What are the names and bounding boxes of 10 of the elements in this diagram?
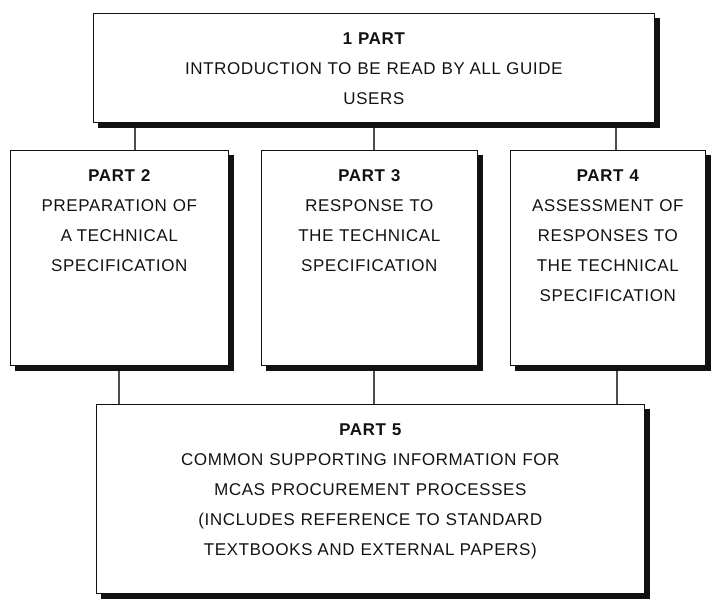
box-heading: PART 2 [88,165,151,187]
box-text: COMMON SUPPORTING INFORMATION FOR MCAS PROCUREMENT PROCESSES (INCLUDES REFERENCE TO STANDARD TEXTBOOKS AND EXTERNAL PAPERS) [180,449,561,561]
box-heading: 1 PART [342,28,406,50]
box-heading: PART 4 [576,165,640,187]
box-text: RESPONSE TO THE TECHNICAL SPECIFICATION [297,195,442,277]
box-text: ASSESSMENT OF RESPONSES TO THE TECHNICAL SPECIFICATION [530,195,686,307]
box-text: PREPARATION OF A TECHNICAL SPECIFICATION [40,195,199,277]
box-text: INTRODUCTION TO BE READ BY ALL GUIDE USERS [184,58,564,110]
box-heading: PART 5 [339,419,402,441]
box-heading: PART 3 [338,165,401,187]
